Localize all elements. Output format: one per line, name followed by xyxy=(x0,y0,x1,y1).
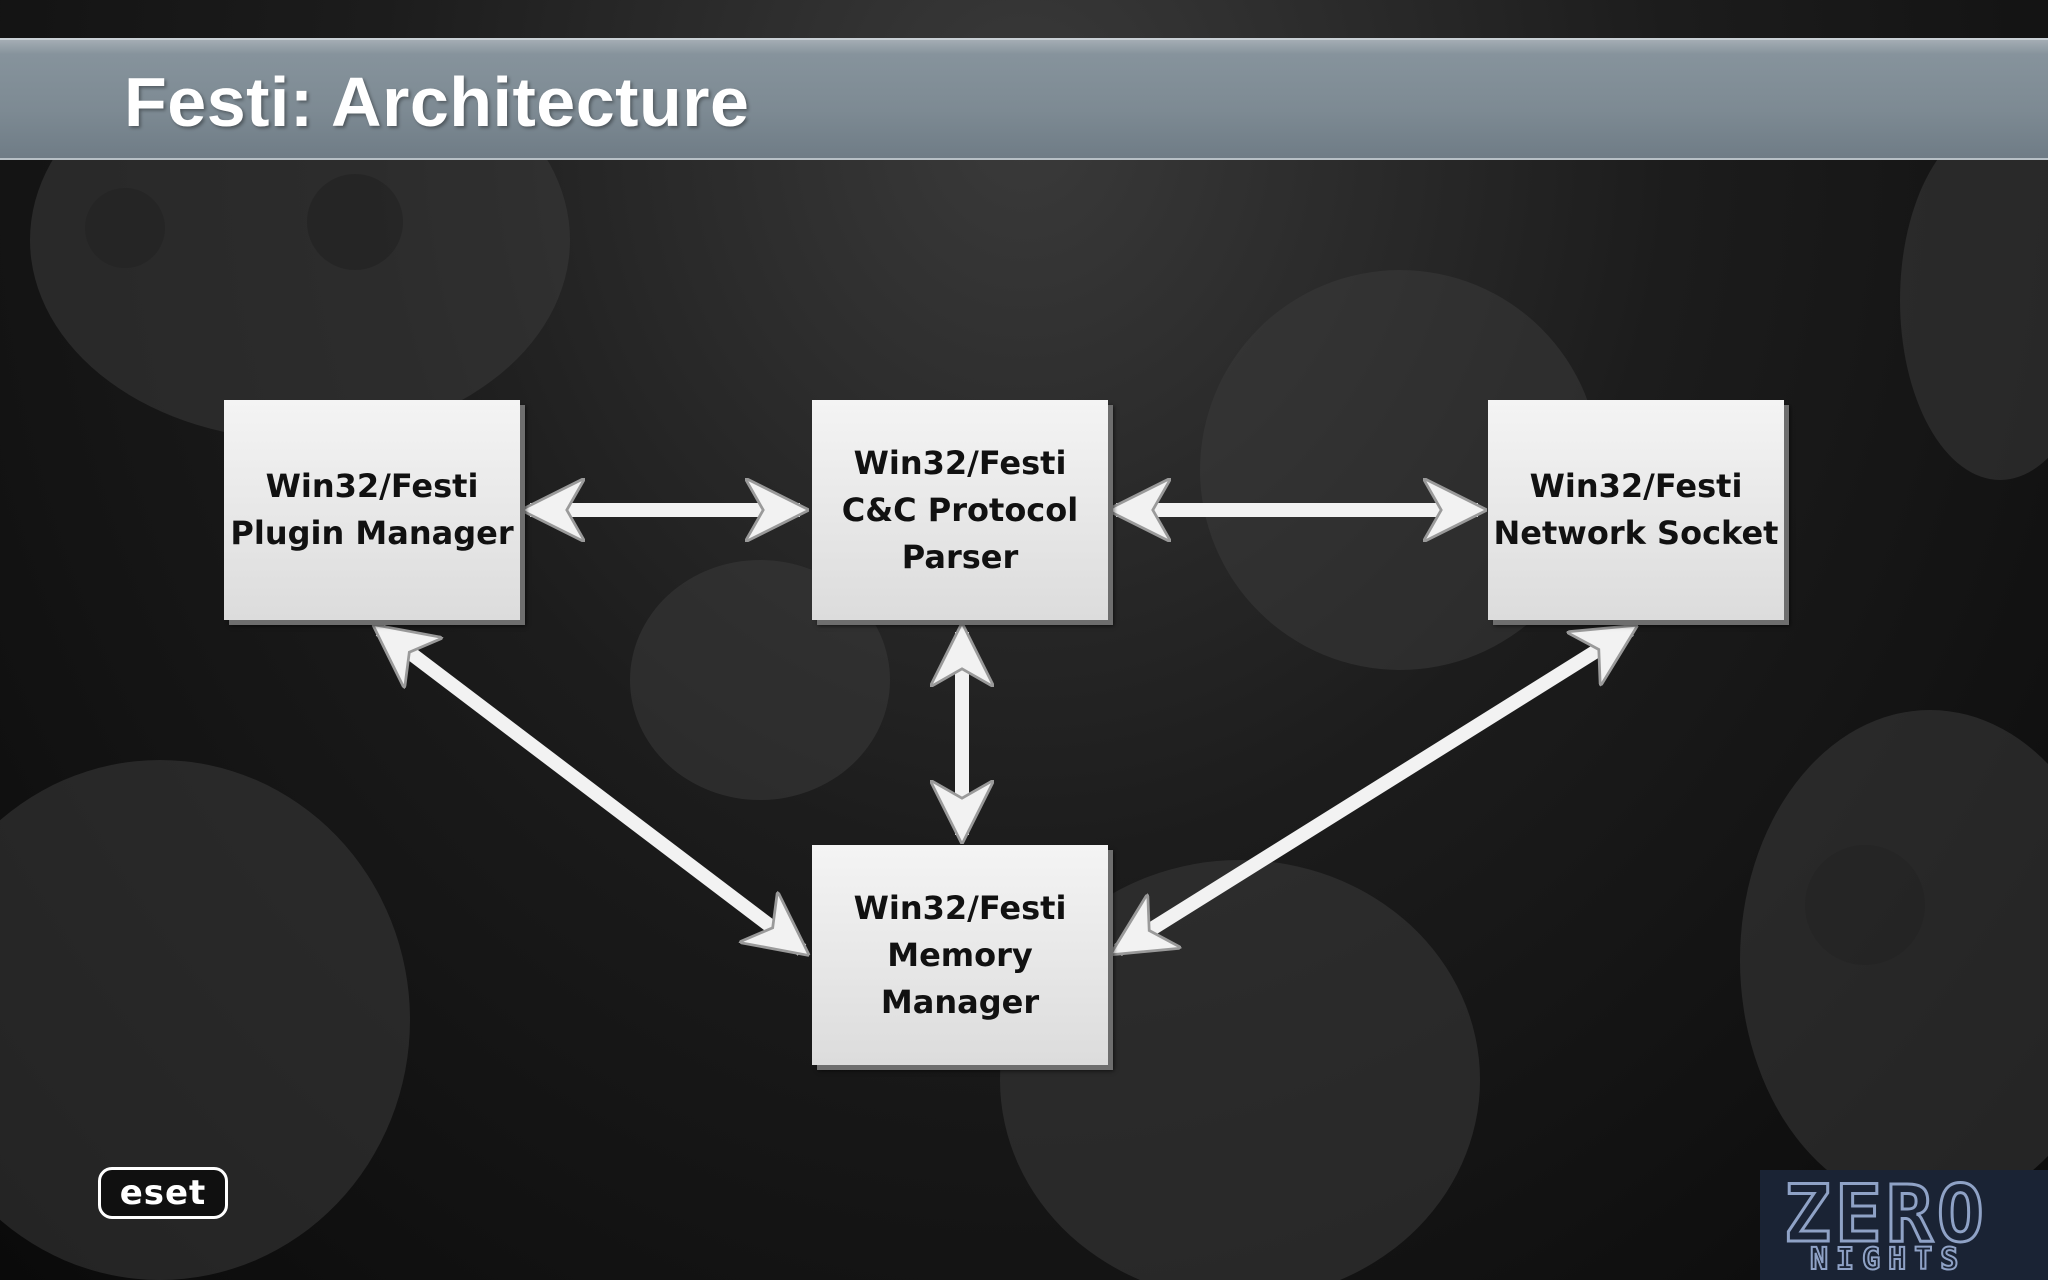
zeronights-logo-sub: NIGHTS xyxy=(1809,1241,1967,1278)
arrow-socket-memory xyxy=(1118,630,1630,950)
virus-shape xyxy=(1740,710,2048,1210)
zeronights-logo: ZERO NIGHTS xyxy=(1760,1169,2048,1280)
eset-logo-text: eset xyxy=(119,1173,207,1213)
arrow-plugin-memory xyxy=(380,630,802,950)
node-network-socket: Win32/Festi Network Socket xyxy=(1488,400,1784,620)
node-plugin-manager: Win32/Festi Plugin Manager xyxy=(224,400,520,620)
virus-shape xyxy=(0,760,410,1280)
zeronights-logo-main: ZERO xyxy=(1783,1169,1988,1262)
slide-title: Festi: Architecture xyxy=(124,63,750,141)
virus-shape xyxy=(1900,120,2048,480)
node-cc-protocol-parser: Win32/Festi C&C Protocol Parser xyxy=(812,400,1108,620)
title-bar: Festi: Architecture xyxy=(0,38,2048,160)
node-memory-manager: Win32/Festi Memory Manager xyxy=(812,845,1108,1065)
eset-logo: eset xyxy=(98,1167,228,1219)
virus-shape xyxy=(1000,860,1480,1280)
